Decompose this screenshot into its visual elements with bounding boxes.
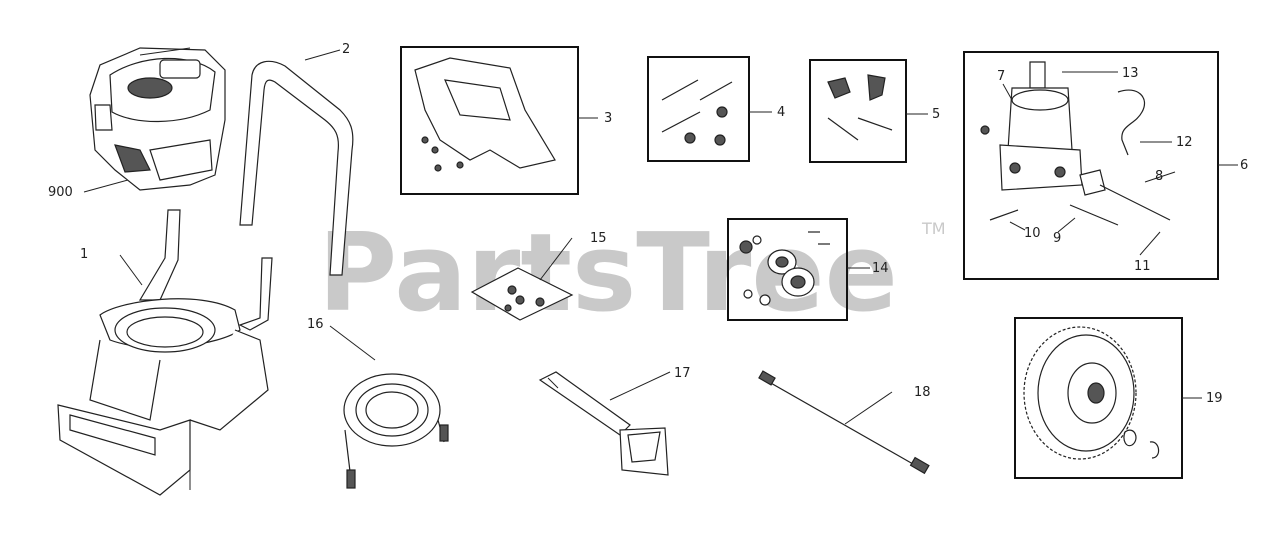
callout-13: 13 [1122, 66, 1139, 81]
callout-19: 19 [1206, 391, 1223, 406]
frame-drawing[interactable] [57, 209, 273, 496]
wand-drawing[interactable] [758, 370, 930, 475]
callout-18: 18 [914, 385, 931, 400]
callout-6: 6 [1240, 158, 1248, 173]
console-kit-drawing[interactable] [414, 57, 556, 172]
pump-assembly-drawing[interactable] [980, 61, 1171, 226]
wheel-drawing[interactable] [1023, 326, 1160, 460]
watermark-trademark: TM [921, 219, 946, 238]
callout-11: 11 [1134, 259, 1151, 274]
callout-8: 8 [1155, 169, 1163, 184]
callout-2: 2 [342, 42, 350, 57]
bag-hardware-drawing[interactable] [470, 267, 574, 321]
hardware-kit-drawing[interactable] [827, 74, 893, 141]
handle-bolts-drawing[interactable] [661, 79, 733, 146]
callout-7: 7 [997, 69, 1005, 84]
callout-9: 9 [1053, 231, 1061, 246]
bearing-kit-drawing[interactable] [739, 231, 830, 306]
callout-4: 4 [777, 105, 785, 120]
callout-17: 17 [674, 366, 691, 381]
handle-drawing[interactable] [239, 60, 354, 276]
callout-16: 16 [307, 317, 324, 332]
box-hardware-kit [809, 59, 907, 163]
callout-15: 15 [590, 231, 607, 246]
callout-5: 5 [932, 107, 940, 122]
callout-14: 14 [872, 261, 889, 276]
callout-1: 1 [80, 247, 88, 262]
hose-drawing[interactable] [343, 373, 449, 489]
spray-gun-drawing[interactable] [538, 371, 669, 476]
box-handle-bolts [647, 56, 750, 162]
callout-12: 12 [1176, 135, 1193, 150]
callout-10: 10 [1024, 226, 1041, 241]
engine-drawing[interactable] [89, 47, 226, 191]
box-bearing-kit [727, 218, 848, 321]
callout-900: 900 [48, 185, 73, 200]
callout-3: 3 [604, 111, 612, 126]
box-console-kit [400, 46, 579, 195]
